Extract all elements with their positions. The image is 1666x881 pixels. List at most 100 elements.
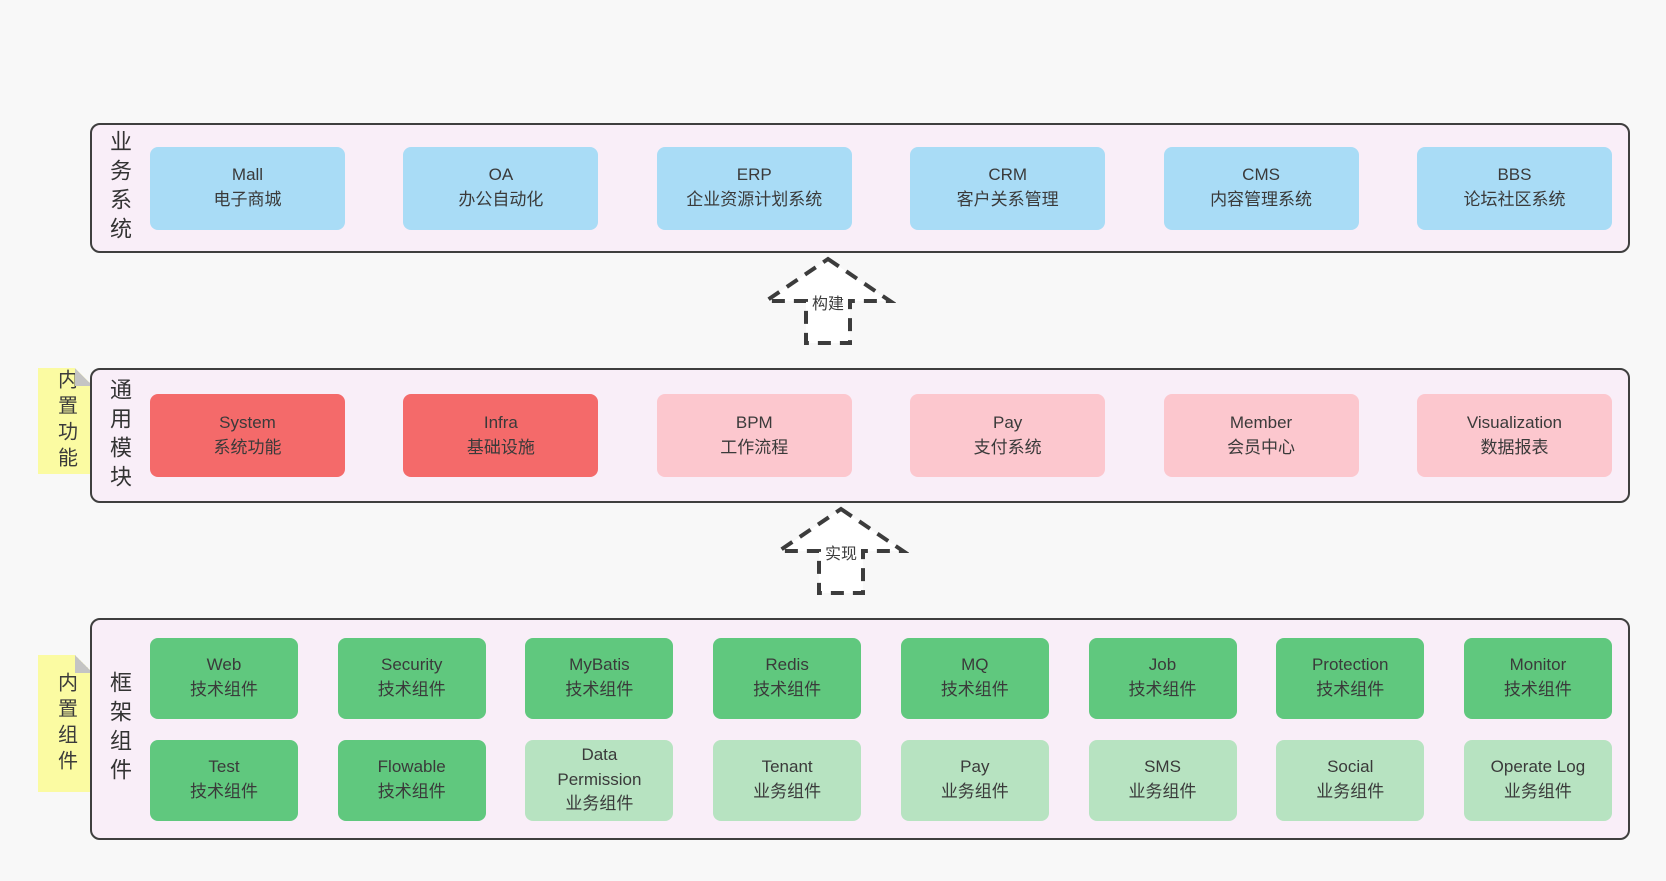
node-title: SMS: [1144, 757, 1181, 777]
node-operate-log: Operate Log 业务组件: [1463, 739, 1612, 821]
node-title: Job: [1148, 655, 1177, 675]
node-subtitle: 技术组件: [1128, 680, 1197, 699]
node-bbs: BBS 论坛社区系统: [1416, 146, 1612, 230]
node-subtitle: 技术组件: [1316, 680, 1385, 699]
node-subtitle: 数据报表: [1480, 437, 1549, 457]
layer-content: System 系统功能 Infra 基础设施 BPM 工作流程 Pay 支付系统 Member 会…: [146, 370, 1628, 501]
sticky-note-label: 内置组件: [54, 671, 77, 776]
node-member: Member 会员中心: [1163, 394, 1359, 477]
layer-title-text: 框架组件: [107, 671, 132, 787]
node-subtitle: 技术组件: [1503, 680, 1572, 699]
node-pay: Pay 业务组件: [900, 739, 1049, 821]
node-subtitle: 技术组件: [190, 680, 258, 699]
node-bpm: BPM 工作流程: [656, 394, 852, 477]
sticky-note-label: 内置功能: [54, 369, 77, 473]
node-title: Monitor: [1509, 655, 1567, 675]
node-title: Protection: [1311, 655, 1389, 675]
node-subtitle: 业务组件: [1128, 782, 1197, 801]
business-systems-row: Mall 电子商城 OA 办公自动化 ERP 企业资源计划系统 CRM 客户关系管理 CMS 内容…: [150, 146, 1612, 230]
node-title: Test: [208, 757, 240, 777]
node-mq: MQ 技术组件: [900, 637, 1049, 719]
node-title: Redis: [765, 655, 809, 675]
node-subtitle: 业务组件: [940, 782, 1009, 801]
layer-business-systems: 业务系统 Mall 电子商城 OA 办公自动化 ERP 企业资源计划系统 CRM 客户关系管理…: [90, 123, 1630, 253]
node-pay: Pay 支付系统: [910, 394, 1106, 477]
node-subtitle: 工作流程: [720, 437, 789, 457]
node-title: BPM: [735, 412, 773, 432]
node-web: Web 技术组件: [150, 637, 298, 719]
node-subtitle: 内容管理系统: [1210, 190, 1313, 209]
node-oa: OA 办公自动化: [403, 146, 599, 230]
node-title: BBS: [1497, 165, 1532, 185]
implement-arrow-label: 实现: [821, 539, 861, 566]
node-title: Flowable: [377, 757, 446, 777]
node-subtitle: 业务组件: [1316, 782, 1385, 801]
node-protection: Protection 技术组件: [1276, 637, 1425, 719]
node-title: Mall: [231, 165, 264, 185]
node-title: Operate Log: [1490, 757, 1586, 777]
node-infra: Infra 基础设施: [403, 394, 599, 477]
node-subtitle: 论坛社区系统: [1463, 190, 1566, 209]
node-subtitle: 基础设施: [466, 437, 535, 457]
layer-content: Mall 电子商城 OA 办公自动化 ERP 企业资源计划系统 CRM 客户关系管理 CMS 内容…: [146, 125, 1628, 251]
node-test: Test 技术组件: [150, 739, 298, 821]
layer-title: 框架组件: [92, 620, 146, 838]
node-title: CRM: [988, 165, 1028, 185]
node-erp: ERP 企业资源计划系统: [656, 146, 852, 230]
node-tenant: Tenant 业务组件: [713, 739, 862, 821]
node-title: Pay: [960, 757, 990, 777]
node-title: System: [219, 412, 276, 432]
build-arrow-icon: 构建: [760, 255, 896, 347]
node-subtitle: 业务组件: [565, 794, 634, 814]
node-title: Pay: [993, 412, 1023, 432]
node-subtitle: 业务组件: [1503, 782, 1572, 801]
node-title: Web: [206, 655, 242, 675]
node-system: System 系统功能: [150, 394, 345, 477]
node-subtitle: 技术组件: [753, 680, 822, 699]
node-data-permission: Data Permission 业务组件: [525, 739, 674, 821]
node-subtitle: 技术组件: [940, 680, 1009, 699]
node-title: ERP: [736, 165, 772, 185]
layer-title: 通用模块: [92, 370, 146, 501]
sticky-note-builtin-features: 内置功能: [38, 368, 93, 474]
node-subtitle: 系统功能: [213, 437, 282, 457]
layer-common-modules: 通用模块 System 系统功能 Infra 基础设施 BPM 工作流程 Pay 支付系统 Me…: [90, 368, 1630, 503]
node-subtitle: 办公自动化: [458, 190, 544, 209]
node-subtitle: 业务组件: [753, 782, 822, 801]
node-visualization: Visualization 数据报表: [1416, 394, 1612, 477]
implement-arrow-icon: 实现: [773, 505, 909, 597]
node-subtitle: 会员中心: [1227, 437, 1296, 457]
layer-title: 业务系统: [92, 125, 146, 251]
build-arrow-label: 构建: [808, 289, 848, 316]
node-title: Security: [380, 655, 443, 675]
node-subtitle: 技术组件: [190, 782, 258, 801]
node-title: Member: [1229, 412, 1293, 432]
node-title: Data Permission: [557, 745, 642, 789]
node-subtitle: 电子商城: [213, 190, 282, 209]
node-mall: Mall 电子商城: [150, 146, 345, 230]
node-title: Visualization: [1466, 412, 1563, 432]
node-title: Infra: [483, 412, 518, 432]
node-title: OA: [488, 165, 514, 185]
node-subtitle: 技术组件: [565, 680, 634, 699]
layer-title-text: 业务系统: [107, 130, 132, 246]
node-job: Job 技术组件: [1088, 637, 1237, 719]
node-title: Tenant: [761, 757, 813, 777]
node-subtitle: 客户关系管理: [956, 190, 1059, 209]
node-subtitle: 支付系统: [973, 437, 1042, 457]
node-title: MQ: [961, 655, 989, 675]
node-monitor: Monitor 技术组件: [1463, 637, 1612, 719]
node-subtitle: 企业资源计划系统: [686, 190, 823, 209]
node-cms: CMS 内容管理系统: [1163, 146, 1359, 230]
sticky-note-builtin-components: 内置组件: [38, 655, 93, 792]
common-modules-row: System 系统功能 Infra 基础设施 BPM 工作流程 Pay 支付系统 Member 会…: [150, 394, 1612, 477]
node-title: CMS: [1242, 165, 1280, 185]
